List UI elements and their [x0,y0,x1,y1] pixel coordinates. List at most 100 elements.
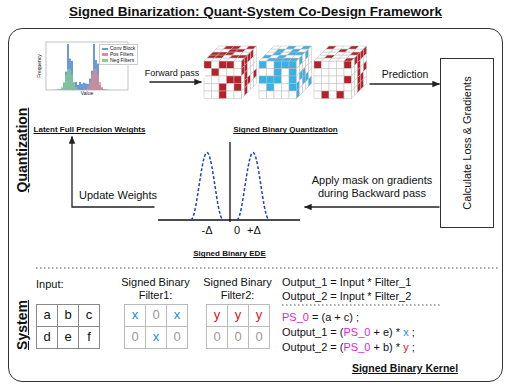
cube-cell [322,84,330,92]
hist-bar [117,90,119,91]
figure-caption: Signed Binary EDE [193,249,265,258]
hist-bar [115,89,117,90]
cube-cell [303,82,306,93]
hist-bar [67,44,69,90]
hist-bar [109,89,111,90]
formula-part: = (a + c) ; [312,311,359,324]
hist-bar [113,89,115,90]
hist-bar [119,89,121,90]
hist-bar [49,89,51,90]
axis-label: Frequency [37,54,43,78]
cube-cell [204,69,212,77]
hist-bar [85,84,87,90]
legend-swatch [102,48,108,51]
binary-cubes [204,46,367,99]
hist-bar [59,89,61,91]
hist-bar [111,90,113,91]
cube-cell [337,91,345,99]
table-cell: y [227,304,249,327]
hist-bar [77,89,79,90]
flow-arrow [305,206,440,207]
cube-cell [314,76,322,84]
hist-bar [63,82,65,90]
cube-cell [337,61,345,69]
cube-cell [245,85,248,96]
cube-cell [337,84,345,92]
hist-bar [51,89,53,90]
hist-bar [47,90,49,91]
process-label: Calculate Loss & Gradients [460,76,473,209]
cube-cell [274,69,282,77]
table-cell: y [248,304,270,327]
hist-bar [69,69,71,90]
hist-bar [91,75,93,90]
formula-line: Output_2 = (PS_0+ b) *y; [282,341,415,354]
cube-cell [289,69,297,77]
table-cell: x [145,326,167,349]
hist-bar [79,82,81,90]
hist-bar [105,90,107,91]
cube-cell [274,61,282,69]
hist-bar [125,89,127,90]
formula-line: Output_1 = (PS_0+ e) *x; [282,326,415,339]
cube-cell [289,76,297,84]
hist-bar [75,82,77,90]
cube-cell [282,91,290,99]
table-cell: a [36,304,58,327]
table-cell: x [166,304,188,327]
formula-part: Output_2 = ( [282,341,343,354]
legend-text: Neg Filters [110,58,134,64]
cube-cell [289,91,297,99]
chart-legend: Conv BlockPos FiltersNeg Filters [99,44,138,65]
hist-bar [105,89,107,90]
cube-cell [259,91,267,99]
tick-label: +Δ [247,224,261,237]
cube-cell [344,61,352,69]
section-caption: Signed Binary Kernel [352,362,458,374]
cube-cell [219,61,227,69]
edge-label: Update Weights [76,189,160,202]
hist-bar [95,69,97,90]
hist-bar [101,87,103,90]
cube-cell [274,91,282,99]
cube-cell [248,82,251,93]
formula-part: PS_0 [343,326,370,339]
edge-label: Prediction [375,68,435,80]
hist-bar [77,85,79,90]
hist-bar [65,72,67,90]
ede-figure: Signed Binary EDE [155,138,305,260]
cube-cell [352,88,355,99]
formula-part: PS_0 [343,341,370,354]
hist-bar [123,90,125,91]
hist-bar [117,89,119,90]
formula-part: Output_2 = Input * Filter_2 [282,290,411,303]
hist-bar [97,90,99,91]
cube-cell [355,85,358,96]
legend-swatch [102,59,108,62]
hist-bar [75,87,77,90]
hist-bar [53,90,55,91]
hist-bar [93,90,95,91]
process-box: Calculate Loss & Gradients [440,58,494,228]
hist-bar [83,83,85,90]
hist-bar [71,61,73,90]
hist-bar [103,89,105,91]
hist-bar [111,89,113,90]
diagram-title: Signed Binarization: Quant-System Co-Des… [0,4,511,20]
hist-bar [91,71,93,90]
edge-label: Forward pass [139,68,205,78]
cube-cell [282,84,290,92]
cube-cell [297,88,300,99]
cube-cell [227,91,235,99]
cube-cell [212,91,220,99]
cube-cell [204,61,212,69]
cube-cell [322,76,330,84]
hist-bar [79,89,81,90]
hist-bar [71,75,73,90]
cube-cell [300,85,303,96]
figure-caption: Signed Binary Quantization [233,125,337,134]
table-cell: 0 [227,326,249,349]
table-cell: c [78,304,100,327]
hist-bar [59,89,61,91]
hist-bar [113,90,115,91]
